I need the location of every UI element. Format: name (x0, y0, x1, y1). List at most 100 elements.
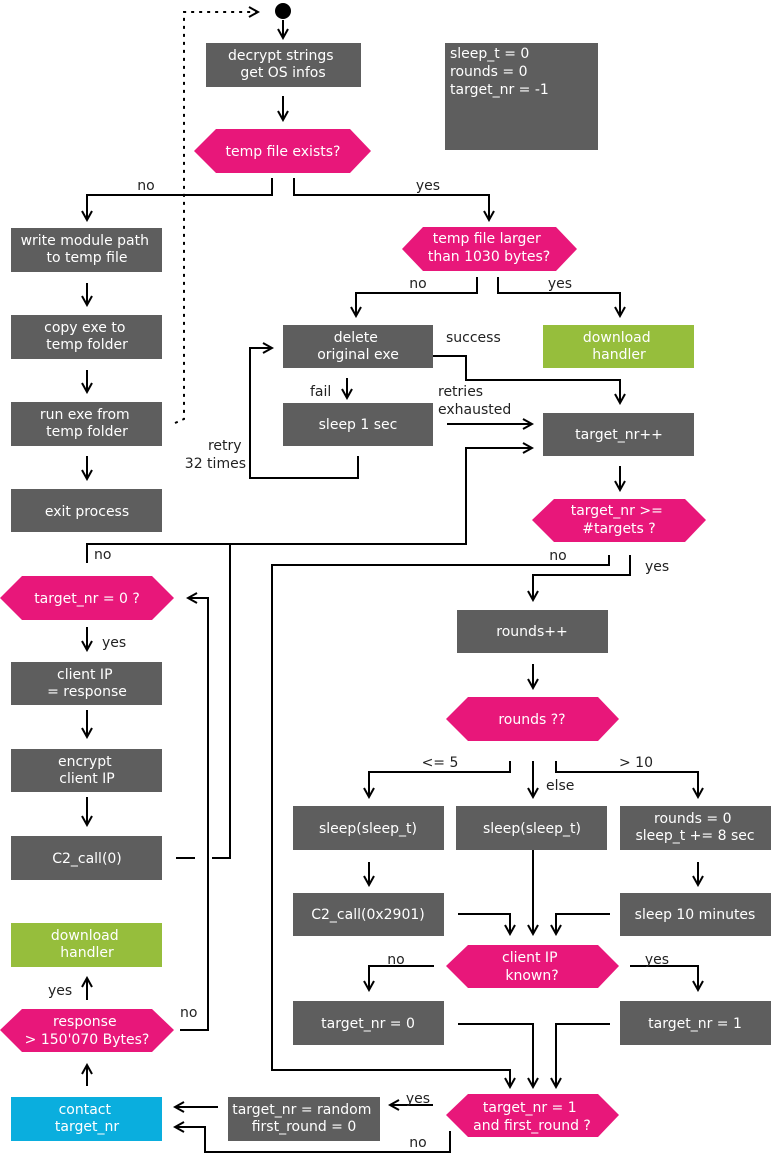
rounds-reset-text: rounds = 0 sleep_t += 8 sec (635, 811, 754, 844)
temp-file-larger-decision (402, 227, 577, 271)
first-round-no-arrow (175, 1127, 451, 1153)
c2-call-0-text: C2_call(0) (52, 851, 122, 867)
init-vars-box (445, 43, 598, 150)
rounds-decision (446, 697, 619, 741)
label-no-ip-known: no (387, 952, 404, 968)
rounds-reset-box (620, 806, 771, 850)
target-random-box (228, 1097, 380, 1141)
c2-call-2901-text: C2_call(0x2901) (311, 907, 424, 923)
c2-call-2901-box (293, 893, 444, 936)
rounds-increment-box (457, 610, 608, 653)
target-ge-yes-arrow (533, 555, 631, 600)
temp-exists-yes-arrow (293, 178, 489, 220)
label-yes-first-round: yes (406, 1091, 430, 1107)
delete-original-exe-text: delete original exe (317, 330, 399, 363)
temp-exists-no-arrow (87, 178, 273, 220)
target-zero-no-loop (86, 448, 532, 563)
download-handler-top-box (543, 325, 694, 368)
target-nr-zero-text: target_nr = 0 ? (34, 591, 140, 607)
target-nr-eq-0-text: target_nr = 0 (321, 1016, 415, 1032)
target-increment-text: target_nr++ (575, 427, 663, 443)
delete-original-exe-box (283, 325, 433, 368)
first-round-text: target_nr = 1 and first_round ? (473, 1100, 591, 1134)
label-no-response: no (180, 1005, 197, 1021)
copy-exe-text: copy exe to temp folder (44, 320, 130, 353)
label-yes-temp-larger: yes (548, 276, 572, 292)
exit-process-text: exit process (45, 504, 129, 520)
download-handler-bottom-box (11, 923, 162, 967)
label-retries-exhausted: retries exhausted (438, 384, 511, 418)
run-exe-text: run exe from temp folder (40, 407, 134, 440)
temp-file-larger-text: temp file larger than 1030 bytes? (428, 231, 550, 265)
label-rounds-le5: <= 5 (422, 755, 459, 771)
label-retry-32-times: retry 32 times (185, 438, 246, 472)
ipknown-no-arrow (369, 965, 434, 990)
label-yes-ip-known: yes (645, 952, 669, 968)
sleep-10-minutes-text: sleep 10 minutes (635, 907, 756, 923)
label-yes-target-zero: yes (102, 635, 126, 651)
download-handler-bottom-text: download handler (51, 928, 123, 961)
label-no-target-zero: no (94, 547, 111, 563)
retry-loop-arrow (249, 348, 359, 479)
sleep-1-sec-box (283, 403, 433, 446)
target1-to-first-arrow (556, 1023, 610, 1087)
sleep-1-sec-text: sleep 1 sec (319, 417, 398, 433)
label-yes-response: yes (48, 983, 72, 999)
target-increment-box (543, 413, 694, 456)
label-no-temp-exists: no (137, 178, 154, 194)
label-success: success (446, 330, 501, 346)
target-random-text: target_nr = random first_round = 0 (232, 1102, 376, 1135)
nodes: decrypt strings get OS infos sleep_t = 0… (0, 43, 771, 1141)
decrypt-strings-text: decrypt strings get OS infos (228, 48, 338, 81)
encrypt-client-ip-box (11, 749, 162, 792)
sleep10-to-ipknown-arrow (556, 913, 610, 934)
delete-success-arrow (433, 355, 620, 403)
label-rounds-gt10: > 10 (619, 755, 653, 771)
target-nr-zero-decision (0, 576, 174, 620)
sleep-sleep-t-left-box (293, 806, 444, 850)
label-fail: fail (310, 384, 331, 400)
exit-process-box (11, 489, 162, 532)
rounds-decision-text: rounds ?? (498, 712, 565, 728)
copy-exe-box (11, 315, 162, 359)
ipknown-yes-arrow (630, 965, 698, 990)
target-ge-targets-text: target_nr >= #targets ? (571, 503, 668, 537)
sleep-sleep-t-middle-text: sleep(sleep_t) (483, 821, 581, 837)
run-exe-box (11, 402, 162, 446)
client-ip-response-text: client IP = response (47, 667, 127, 700)
label-yes-temp-exists: yes (416, 178, 440, 194)
first-round-decision (446, 1094, 619, 1137)
target-ge-targets-decision (532, 499, 706, 542)
label-no-target-ge: no (549, 548, 566, 564)
decrypt-strings-box (206, 43, 361, 87)
target0-to-first-arrow (458, 1023, 533, 1087)
connectors (86, 12, 698, 1153)
response-size-decision (0, 1009, 174, 1052)
edge-labels: no yes no yes success fail retries exhau… (48, 178, 669, 1151)
response-no-loop-arrow (180, 598, 209, 1031)
download-handler-top-text: download handler (583, 330, 655, 363)
init-vars-text: sleep_t = 0 rounds = 0 target_nr = -1 (450, 46, 549, 98)
write-module-path-box (11, 228, 162, 272)
encrypt-client-ip-text: encrypt client IP (58, 754, 116, 787)
rounds-le5-arrow (369, 761, 511, 797)
label-yes-target-ge: yes (645, 559, 669, 575)
response-size-text: response > 150'070 Bytes? (25, 1014, 150, 1048)
target-nr-eq-0-box (293, 1001, 444, 1045)
c2-to-ipknown-arrow (458, 913, 510, 934)
client-ip-known-decision (446, 945, 619, 988)
sleep-sleep-t-middle-box (456, 806, 607, 850)
sleep-10-minutes-box (620, 893, 771, 936)
c2-call-loop-up (212, 544, 231, 859)
rounds-gt10-arrow (555, 761, 698, 797)
contact-target-box (11, 1097, 162, 1141)
label-no-temp-larger: no (409, 276, 426, 292)
target-ge-no-line (271, 555, 610, 1087)
sleep-sleep-t-left-text: sleep(sleep_t) (319, 821, 417, 837)
target-nr-eq-1-box (620, 1001, 771, 1045)
temp-file-exists-decision (194, 129, 371, 173)
label-no-first-round: no (409, 1135, 426, 1151)
write-module-path-text: write module path to temp file (21, 233, 154, 266)
temp-larger-no-arrow (356, 277, 478, 316)
